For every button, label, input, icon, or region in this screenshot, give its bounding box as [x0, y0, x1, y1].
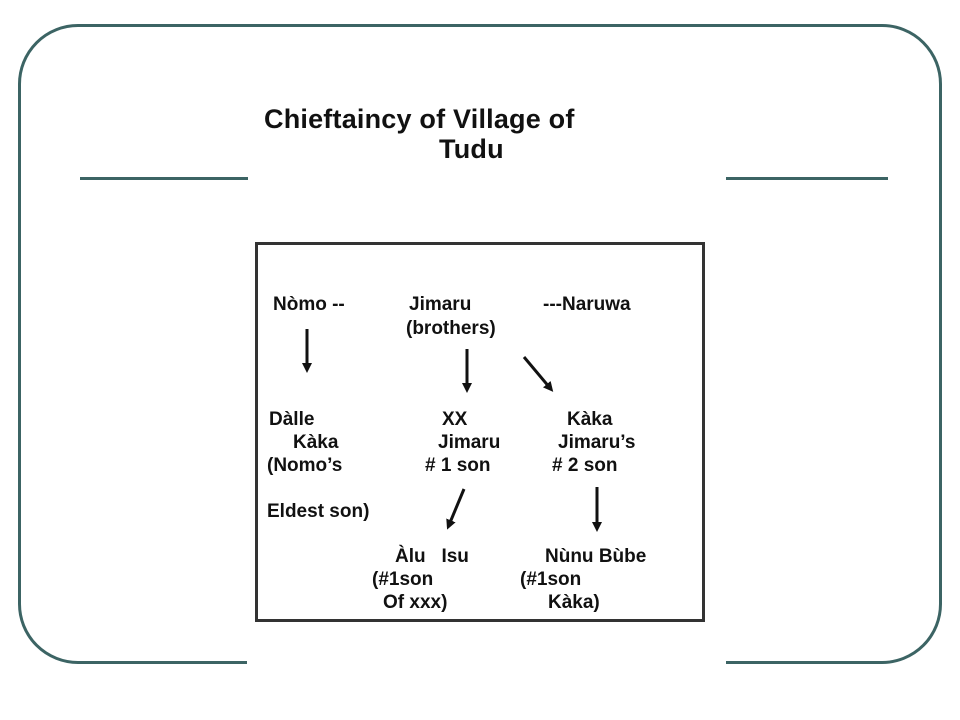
node-nunu-line1: Nùnu Bùbe [545, 546, 647, 567]
node-xx-line1: XX [442, 409, 468, 430]
node-naruwa: ---Naruwa [543, 294, 631, 315]
lineage-diagram: Nòmo -- Jimaru ---Naruwa (brothers) Dàll… [255, 242, 705, 622]
node-xx-line3: # 1 son [425, 455, 491, 476]
arrow-xx-to-alu [446, 488, 466, 530]
node-dalle-line4: Eldest son) [267, 501, 370, 522]
node-kaka-line1: Kàka [567, 409, 613, 430]
node-jimaru: Jimaru [409, 294, 472, 315]
node-nunu-line3: Kàka) [548, 592, 600, 613]
node-alu-line3: Of xxx) [383, 592, 448, 613]
title-rule-left [80, 177, 248, 180]
node-dalle-line3: (Nomo’s [267, 455, 343, 476]
lineage-arrows [302, 329, 602, 532]
node-alu-line2: (#1son [372, 569, 434, 590]
arrow-jimaru-to-kaka [522, 356, 554, 392]
node-kaka-line3: # 2 son [552, 455, 618, 476]
node-xx-line2: Jimaru [438, 432, 501, 453]
brothers-label: (brothers) [406, 318, 496, 339]
node-nomo: Nòmo -- [273, 294, 345, 315]
node-dalle-line2: Kàka [293, 432, 339, 453]
node-alu-line1: Àlu Isu [395, 546, 469, 567]
slide-title: Chieftaincy of Village of Tudu [250, 104, 680, 164]
title-rule-right [726, 177, 888, 180]
node-kaka-line2: Jimaru’s [558, 432, 636, 453]
node-nunu-line2: (#1son [520, 569, 582, 590]
frame-gap-bottom [247, 650, 726, 680]
node-dalle-line1: Dàlle [269, 409, 315, 430]
title-line-1: Chieftaincy of Village of [264, 104, 575, 134]
title-line-2: Tudu [439, 134, 504, 164]
